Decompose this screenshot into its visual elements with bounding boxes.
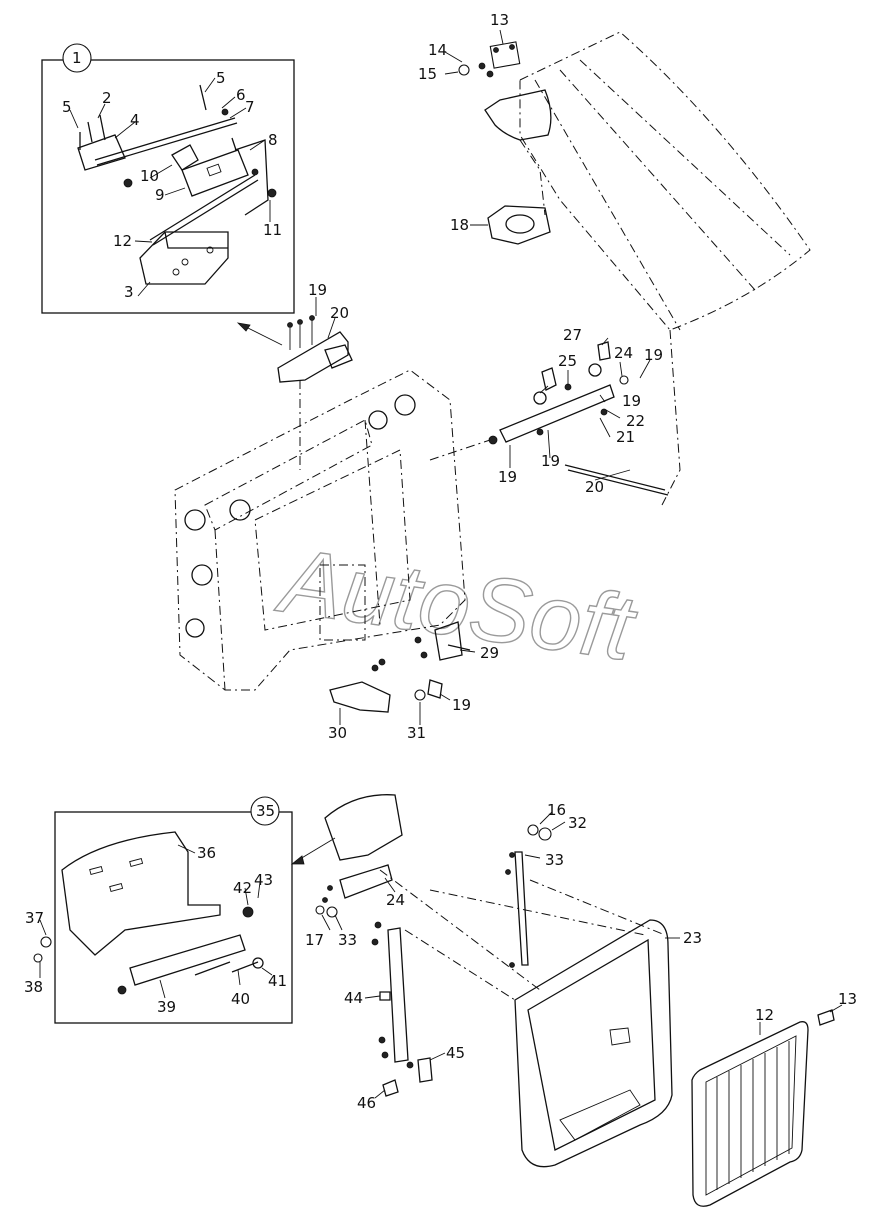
callout-6: 6	[236, 86, 246, 104]
callout-44: 44	[344, 989, 363, 1007]
panel-26	[514, 919, 673, 1168]
callout-39: 39	[157, 998, 176, 1016]
callout-21: 19	[498, 468, 517, 486]
callout-15: 13	[490, 11, 509, 29]
bracket-18	[487, 205, 551, 245]
callout-5a: 5	[62, 98, 72, 116]
detail-label-1: 1	[72, 49, 82, 67]
detail-view-35: 35	[33, 796, 293, 1024]
callout-11: 11	[263, 221, 282, 239]
callout-33b: 32	[568, 814, 587, 832]
callout-27: 24	[386, 891, 405, 909]
callout-42: 42	[233, 879, 252, 897]
detail-circle-35	[250, 796, 280, 826]
callout-4: 4	[130, 111, 140, 129]
callout-17a: 15	[418, 65, 437, 83]
callout-17c: 17	[305, 931, 324, 949]
callout-25: 22	[626, 412, 645, 430]
grille-13	[691, 1021, 809, 1207]
callout-29: 25	[558, 352, 577, 370]
bracket-36	[61, 831, 221, 956]
callout-31: 29	[480, 644, 499, 662]
callout-19c: 19	[622, 392, 641, 410]
callout-32: 30	[328, 724, 347, 742]
callout-33a: 31	[407, 724, 426, 742]
callout-9: 9	[155, 186, 165, 204]
callout-19a: 19	[308, 281, 327, 299]
callout-30: 27	[563, 326, 582, 344]
callout-8: 8	[268, 131, 278, 149]
hood-assembly	[444, 29, 811, 331]
callout-45: 45	[446, 1044, 465, 1062]
callout-28: 24	[614, 344, 633, 362]
callout-5b: 5	[216, 69, 226, 87]
bracket-31-32	[329, 621, 476, 725]
switch-4	[77, 134, 126, 171]
callout-37: 37	[25, 909, 44, 927]
callout-18: 18	[450, 216, 469, 234]
callout-17b: 16	[547, 801, 566, 819]
linkage-21	[429, 329, 681, 506]
main-frame	[174, 369, 466, 691]
callout-33c: 33	[338, 931, 357, 949]
callout-24: 21	[616, 428, 635, 446]
lower-assembly	[315, 794, 843, 1207]
callout-20: 20	[330, 304, 349, 322]
callout-26: 23	[683, 929, 702, 947]
callout-7: 7	[245, 98, 255, 116]
bracket-20	[277, 297, 353, 470]
callout-23: 19	[541, 452, 560, 470]
callout-22: 20	[585, 478, 604, 496]
callout-14: 13	[838, 990, 857, 1008]
detail-label-35: 35	[256, 802, 275, 820]
detail-frame-35	[54, 811, 293, 1024]
callout-16: 14	[428, 41, 447, 59]
plate-9	[181, 149, 249, 197]
callout-12: 12	[113, 232, 132, 250]
callout-41: 41	[268, 972, 287, 990]
callout-2: 2	[102, 89, 112, 107]
callout-34: 33	[545, 851, 564, 869]
callout-40: 40	[231, 990, 250, 1008]
detail-view-1: 1	[41, 43, 295, 314]
callout-10: 10	[140, 167, 159, 185]
detail-circle-1	[62, 43, 92, 73]
callout-13: 12	[755, 1006, 774, 1024]
callout-19d: 19	[452, 696, 471, 714]
callout-3: 3	[124, 283, 134, 301]
detail-frame-1	[41, 59, 295, 314]
callout-43: 43	[254, 871, 273, 889]
callout-19b: 19	[644, 346, 663, 364]
watermark: AutoSoft	[271, 529, 643, 680]
hood-outline	[519, 31, 811, 331]
bracket-3	[139, 231, 229, 285]
callout-46: 46	[357, 1094, 376, 1112]
callout-38: 38	[24, 978, 43, 996]
hinge-15	[489, 41, 521, 69]
callout-36: 36	[197, 844, 216, 862]
